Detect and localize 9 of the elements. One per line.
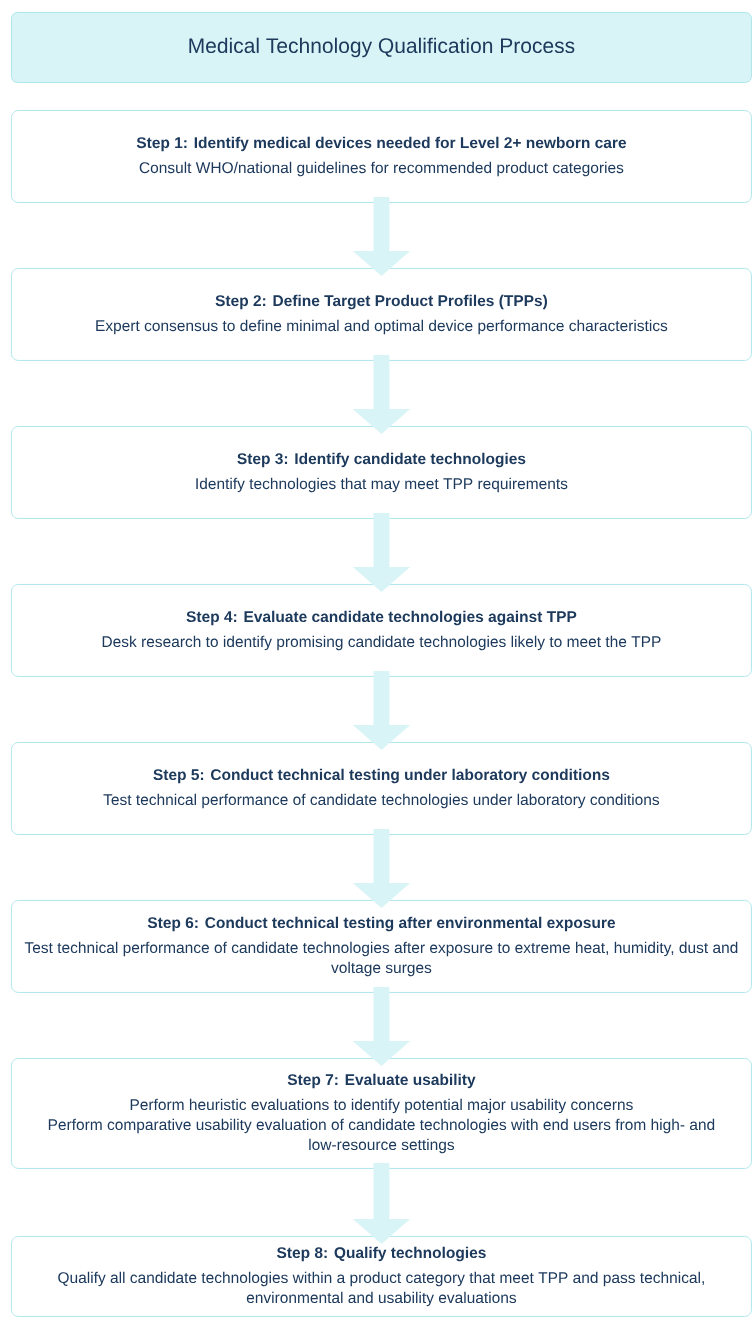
step-box: Step 5: Conduct technical testing under laboratory conditions Test technical performance of candidate technologies under laboratory conditions (11, 742, 752, 835)
title-banner: Medical Technology Qualification Process (11, 12, 752, 83)
step-box: Step 4: Evaluate candidate technologies against TPP Desk research to identify promising candidate technologies likely to meet the TPP (11, 584, 752, 677)
step-box: Step 3: Identify candidate technologies Identify technologies that may meet TPP requirements (11, 426, 752, 519)
step-box: Step 6: Conduct technical testing after environmental exposure Test technical performance of candidate technologies after exposure to extreme heat, humidity, dust and voltage surges (11, 900, 752, 993)
step-box: Step 1: Identify medical devices needed for Level 2+ newborn care Consult WHO/national guidelines for recommended product categories (11, 110, 752, 203)
step-box: Step 2: Define Target Product Profiles (TPPs) Expert consensus to define minimal and optimal device performance characteristics (11, 268, 752, 361)
step-box: Step 8: Qualify technologies Qualify all candidate technologies within a product category that meet TPP and pass technical, environmental and usability evaluations (11, 1236, 752, 1317)
step-box: Step 7: Evaluate usability Perform heuristic evaluations to identify potential major usability concerns Perform comparative usability evaluation of candidate technologies with end users from high- and low-resource settings (11, 1058, 752, 1169)
